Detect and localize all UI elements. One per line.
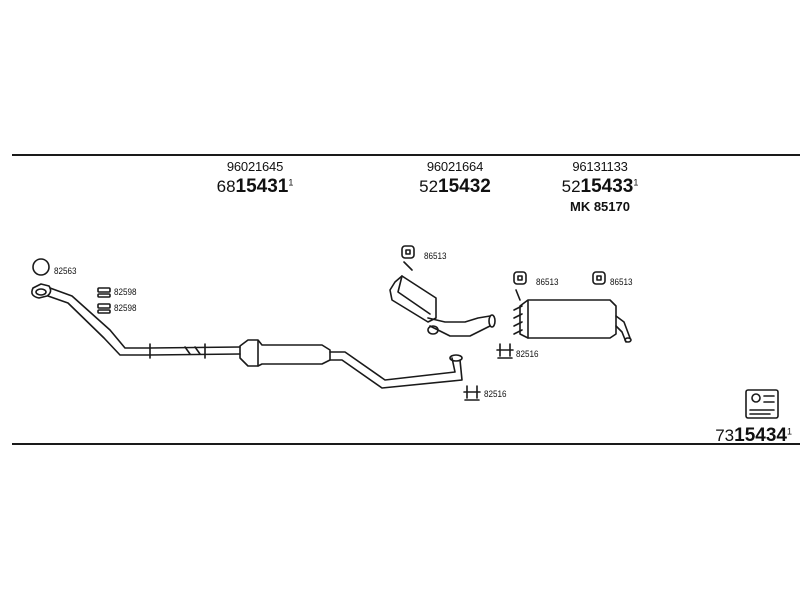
mounting-kit[interactable]: MK 85170 xyxy=(570,199,630,214)
rear-muffler[interactable] xyxy=(513,299,632,343)
oe-number: 96021664 xyxy=(426,159,484,174)
strap-icon[interactable] xyxy=(97,303,111,314)
rubber-hanger-icon[interactable] xyxy=(592,271,606,285)
part-label-82598[interactable]: 82598 xyxy=(114,287,137,297)
part-label-86513[interactable]: 86513 xyxy=(610,277,633,287)
clamp-icon[interactable] xyxy=(496,343,514,359)
top-rule xyxy=(12,154,800,156)
group-center-muffler: 96021664 5215432 xyxy=(405,160,505,196)
part-label-82516[interactable]: 82516 xyxy=(484,389,507,399)
part-label-82598[interactable]: 82598 xyxy=(114,303,137,313)
part-label-86513[interactable]: 86513 xyxy=(424,251,447,261)
rubber-hanger-icon[interactable] xyxy=(401,245,415,259)
clamp-icon[interactable] xyxy=(463,385,481,401)
ring-gasket-icon[interactable] xyxy=(32,258,50,276)
kit-box-icon[interactable] xyxy=(745,389,779,419)
part-label-82563[interactable]: 82563 xyxy=(54,266,77,276)
front-pipe[interactable] xyxy=(47,287,241,359)
part-number[interactable]: 68154311 xyxy=(216,176,294,197)
front-pipe-flange[interactable] xyxy=(31,283,52,299)
center-muffler[interactable] xyxy=(389,275,496,337)
oe-number: 96131133 xyxy=(572,159,628,174)
rubber-hanger-icon[interactable] xyxy=(513,271,527,285)
bottom-rule xyxy=(12,443,800,445)
group-rear-muffler: 96131133 52154331 MK 85170 xyxy=(545,160,655,213)
part-number[interactable]: 5215432 xyxy=(419,176,491,197)
part-label-82516[interactable]: 82516 xyxy=(516,349,539,359)
group-front-pipe: 96021645 68154311 xyxy=(205,160,305,196)
oe-number: 96021645 xyxy=(226,159,284,174)
intermediate-pipe[interactable] xyxy=(329,351,463,389)
strap-icon[interactable] xyxy=(97,287,111,298)
article-number[interactable]: 73154341 xyxy=(715,425,792,446)
front-muffler[interactable] xyxy=(239,339,331,367)
part-number[interactable]: 52154331 xyxy=(561,176,639,197)
part-label-86513[interactable]: 86513 xyxy=(536,277,559,287)
